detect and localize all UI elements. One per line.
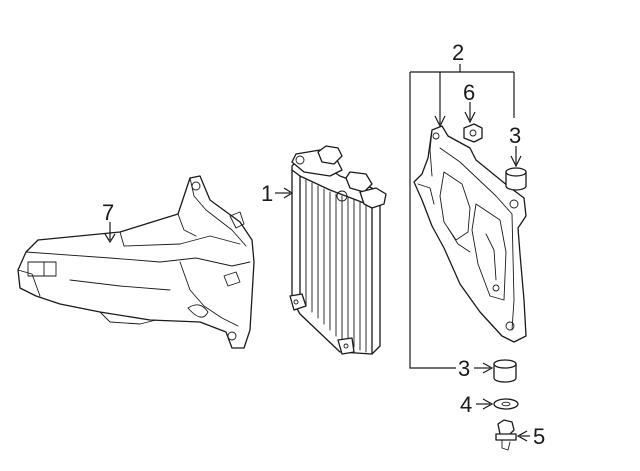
washer-part[interactable]: [493, 398, 519, 410]
callout-labels: 7 1 2 6 3 3 4 5: [102, 40, 545, 449]
callout-3-bottom: 3: [458, 356, 470, 381]
air-duct-part[interactable]: [17, 175, 255, 349]
callout-4: 4: [460, 392, 472, 417]
callout-2: 2: [452, 40, 464, 65]
insulator-bottom-part[interactable]: [493, 359, 517, 383]
callout-5: 5: [533, 424, 545, 449]
insulator-top-part[interactable]: [505, 167, 527, 191]
mounting-bracket-part[interactable]: [413, 125, 527, 343]
radiator-cooler-part[interactable]: [289, 145, 387, 355]
callout-1: 1: [261, 181, 273, 206]
bolt-part[interactable]: [495, 419, 517, 451]
callout-6: 6: [463, 80, 475, 105]
nut-part[interactable]: [463, 123, 483, 143]
callout-3-top: 3: [509, 123, 521, 148]
callout-7: 7: [102, 200, 114, 225]
leader-lines: [104, 64, 530, 442]
radiator-fins: [305, 179, 367, 353]
